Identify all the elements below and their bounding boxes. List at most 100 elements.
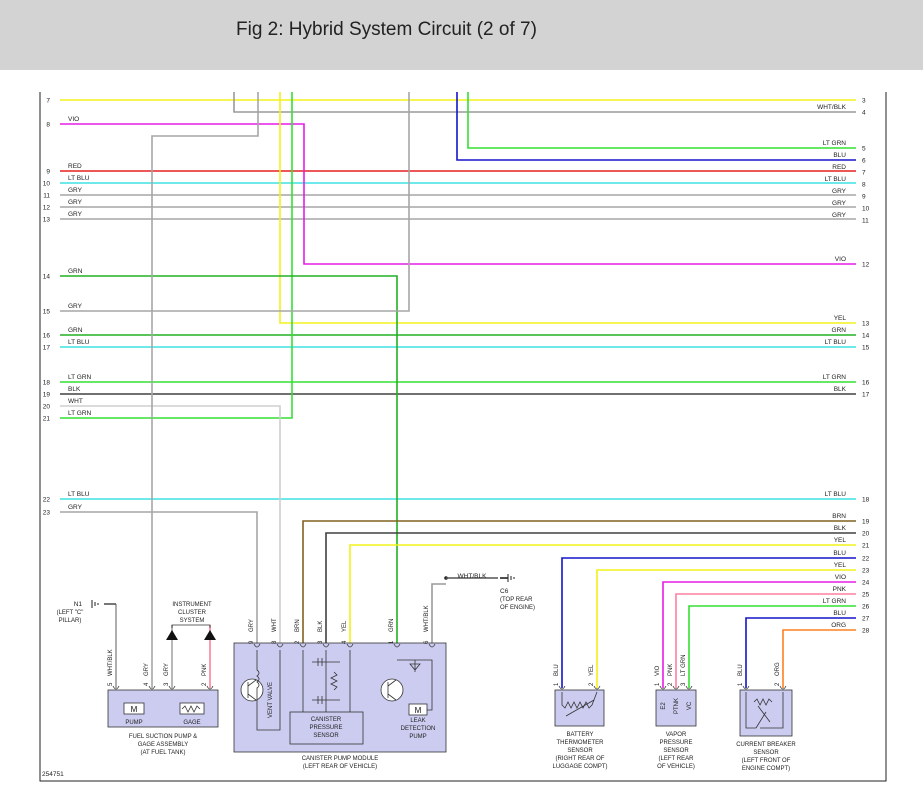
right-pin-number: 22 [862, 556, 870, 563]
vapor-sensor-pin [685, 685, 693, 690]
right-pin-number: 24 [862, 580, 870, 587]
diode-icon [397, 659, 433, 711]
battery-pin-wire: YEL [589, 664, 595, 676]
breaker-pin-number: 1 [738, 682, 744, 686]
right-wire-label: LT BLU [825, 491, 847, 498]
leak-pump-label: DETECTION [401, 726, 436, 732]
breaker-pin-number: 2 [775, 682, 781, 686]
breaker-sensor-caption: SENSOR [753, 750, 779, 756]
motor-m-icon: M [131, 705, 138, 714]
left-wire-label: LT GRN [68, 374, 92, 381]
wire-vio-12 [60, 123, 856, 265]
vapor-terminal-label: VC [687, 701, 693, 710]
vent-valve-label: VENT VALVE [268, 682, 274, 718]
fuel-pump-pin [148, 685, 156, 690]
vapor-sensor-caption: PRESSURE [659, 740, 692, 746]
canister-pin [299, 643, 307, 648]
cluster-bracket [171, 624, 211, 628]
left-wire-label: GRY [68, 199, 83, 206]
left-pin-number: 13 [43, 217, 51, 224]
left-pin-number: 12 [43, 205, 51, 212]
wire-lt-grn-5 [467, 92, 856, 149]
left-wire-label: GRY [68, 303, 83, 310]
right-wire-label: GRN [832, 327, 847, 334]
canister-pin [253, 643, 261, 648]
breaker-pin-wire: BLU [738, 664, 744, 676]
wire-yel-23 [596, 569, 856, 688]
vapor-pin-wire: LT GRN [681, 655, 687, 676]
transistor-leads-icon [247, 679, 257, 701]
right-pin-number: 5 [862, 146, 866, 153]
cluster-label: INSTRUMENT [172, 602, 212, 608]
battery-sensor-caption: LUGGAGE COMPT) [552, 764, 607, 770]
figure-id: 254751 [42, 771, 64, 778]
vapor-pin-number: 2 [668, 682, 674, 686]
left-wire-label: VIO [68, 116, 79, 123]
vent-valve-coil-icon [256, 650, 281, 731]
canister-pin [276, 643, 284, 648]
right-wire-label: BLK [834, 386, 847, 393]
battery-sensor-caption: SENSOR [567, 748, 593, 754]
battery-pin-number: 1 [554, 682, 560, 686]
fuel-pump-pin-wire: GRY [144, 663, 150, 676]
left-pin-number: 18 [43, 380, 51, 387]
vapor-sensor-pin [672, 685, 680, 690]
vapor-pin-wire: VIO [655, 665, 661, 676]
right-pin-number: 9 [862, 194, 866, 201]
frame-border [39, 92, 887, 782]
right-wire-label: GRY [832, 188, 847, 195]
wire-gry-15-left [60, 92, 410, 312]
right-pin-number: 16 [862, 380, 870, 387]
canister-pin-wire: GRN [389, 619, 395, 632]
wire-blk-20 [325, 532, 856, 648]
battery-pin-wire: BLU [554, 664, 560, 676]
wire-blu-27 [745, 617, 856, 688]
canister-sensor-label: CANISTER [311, 717, 342, 723]
cluster-label: CLUSTER [178, 610, 207, 616]
right-pin-number: 20 [862, 531, 870, 538]
fuel-pump-pin [112, 685, 120, 690]
right-pin-number: 4 [862, 110, 866, 117]
right-pin-number: 6 [862, 158, 866, 165]
right-wire-label: BLU [833, 550, 846, 557]
left-wire-label: GRN [68, 327, 83, 334]
vapor-sensor-caption: (LEFT REAR [659, 756, 695, 762]
vent-valve-transistor-icon [240, 678, 264, 702]
left-wire-label: GRY [68, 187, 83, 194]
left-wire-label: LT GRN [68, 410, 92, 417]
ground-icon [91, 600, 99, 608]
wire-yel-13 [279, 92, 856, 324]
fuel-pump-caption: (AT FUEL TANK) [140, 750, 185, 756]
right-pin-number: 18 [862, 497, 870, 504]
wire-wht-blk-4 [233, 92, 856, 113]
wire-pnk-25 [675, 593, 856, 688]
battery-sensor-caption: BATTERY [566, 732, 593, 738]
left-pin-number: 22 [43, 497, 51, 504]
wire-blu-6 [456, 92, 856, 161]
right-wire-label: BLK [834, 525, 847, 532]
fuel-pump-caption: GAGE ASSEMBLY [138, 742, 189, 748]
n1-name: N1 [74, 601, 83, 608]
right-wire-label: VIO [835, 574, 846, 581]
left-pin-number: 17 [43, 345, 51, 352]
breaker-sensor-caption: ENGINE COMPT) [742, 766, 790, 772]
canister-pin-wire: WHT [272, 618, 278, 632]
right-pin-number: 26 [862, 604, 870, 611]
canister-pin-number: 3 [318, 640, 324, 644]
right-pin-number: 28 [862, 628, 870, 635]
fuel-pump-pin-number: 2 [202, 682, 208, 686]
canister-pin-wire: GRY [249, 619, 255, 632]
wire-blu-22 [561, 557, 856, 688]
canister-pin-wire: YEL [342, 620, 348, 632]
ground-icon [507, 574, 515, 582]
breaker-sensor-box [739, 689, 793, 737]
left-pin-number: 10 [43, 181, 51, 188]
battery-sensor-caption: THERMOMETER [557, 740, 605, 746]
right-pin-number: 8 [862, 182, 866, 189]
right-wire-label: LT GRN [823, 140, 847, 147]
breaker-sensor-caption: CURRENT BREAKER [736, 742, 796, 748]
right-pin-number: 17 [862, 392, 870, 399]
right-wire-label: LT BLU [825, 339, 847, 346]
fuel-pump-pin-wire: GRY [164, 663, 170, 676]
